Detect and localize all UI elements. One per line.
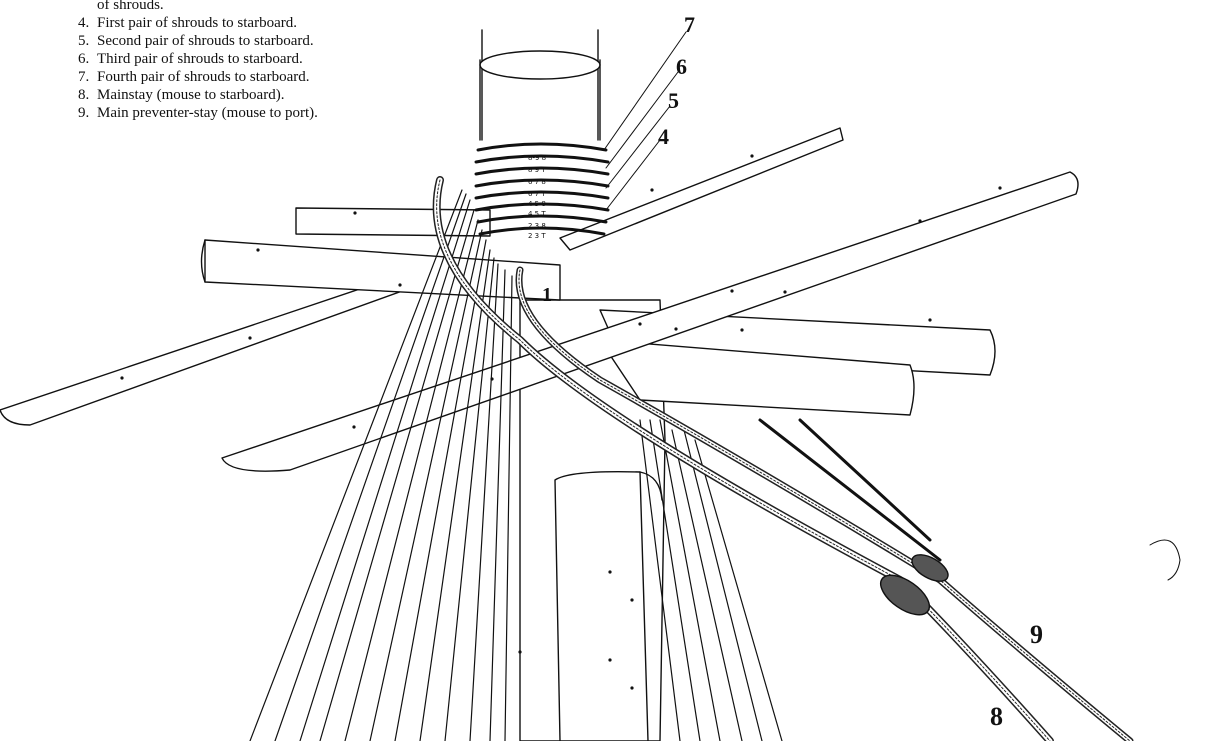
shrouds	[249, 189, 783, 741]
legend-item-num: 8.	[78, 87, 90, 103]
crosstree-back-left	[295, 207, 491, 237]
legend-item: 6. Third pair of shrouds to starboard.	[78, 50, 318, 68]
legend-item-num: 5.	[78, 33, 90, 49]
callout-1: 1	[542, 284, 552, 306]
collar-label: 2 3 T	[528, 232, 546, 240]
legend-item-num: 7.	[78, 69, 90, 85]
callout-7: 7	[684, 12, 695, 37]
collar-label: 6 7 8	[528, 178, 546, 186]
legend-continuation: of shrouds.	[97, 0, 164, 13]
trestletree-front	[221, 171, 1079, 472]
crosstree-back-right	[559, 127, 844, 251]
mouse-knot-starboard	[879, 574, 931, 616]
collar-label: 4 5 8	[528, 200, 546, 208]
legend-item: 7. Fourth pair of shrouds to starboard.	[78, 68, 318, 86]
trestletree-left	[0, 261, 456, 426]
collar-label: 8-9 8	[528, 154, 546, 162]
legend-item-num: 6.	[78, 51, 90, 67]
legend-item-text: Second pair of shrouds to starboard.	[97, 33, 314, 49]
legend-item: 9. Main preventer-stay (mouse to port).	[78, 104, 318, 122]
callout-8: 8	[990, 702, 1003, 731]
legend-item-num: 9.	[78, 105, 90, 121]
topmast	[481, 29, 599, 141]
legend-item-num: 4.	[78, 15, 90, 31]
mast-front-face	[554, 470, 649, 741]
mouse-knot-port	[911, 554, 949, 582]
shroud-collars	[474, 142, 610, 236]
legend-item: 4. First pair of shrouds to starboard.	[78, 14, 318, 32]
legend-item-text: Third pair of shrouds to starboard.	[97, 51, 303, 67]
legend: of shrouds. 4. First pair of shrouds to …	[78, 0, 318, 122]
legend-item-text: Fourth pair of shrouds to starboard.	[97, 69, 310, 85]
collar-label: 6 7 T	[528, 190, 546, 198]
legend-item-text: Mainstay (mouse to starboard).	[97, 87, 285, 103]
callout-6: 6	[676, 54, 687, 79]
callout-4: 4	[658, 124, 669, 149]
legend-item: 8. Mainstay (mouse to starboard).	[78, 86, 318, 104]
collar-label: 8 9 T	[528, 166, 546, 174]
collar-label: 4 5 T	[528, 210, 546, 218]
legend-item: 5. Second pair of shrouds to starboard.	[78, 32, 318, 50]
legend-item-text: Main preventer-stay (mouse to port).	[97, 105, 318, 121]
callout-5: 5	[668, 88, 679, 113]
collar-label: 2 3 8	[528, 222, 546, 230]
legend-item-text: First pair of shrouds to starboard.	[97, 15, 297, 31]
callout-9: 9	[1030, 620, 1043, 649]
